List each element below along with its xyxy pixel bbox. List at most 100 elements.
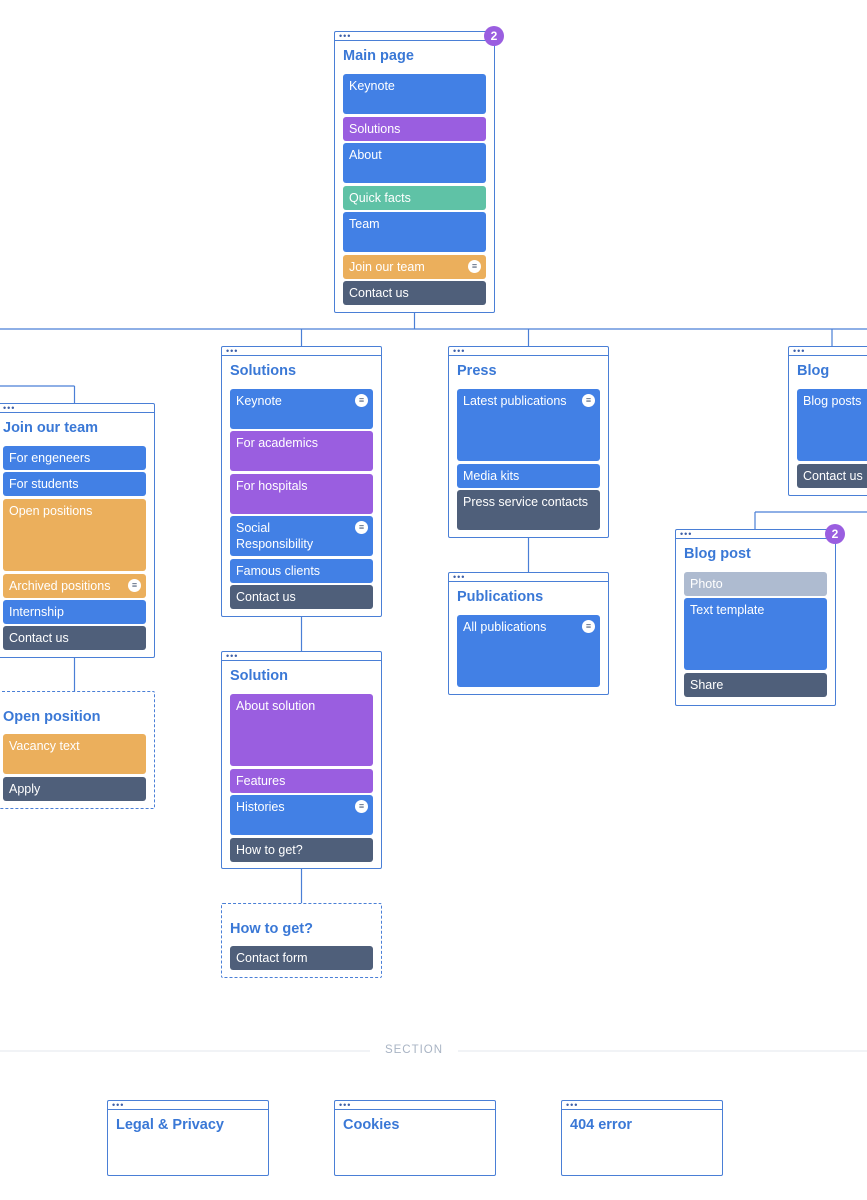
block-social-responsibility[interactable]: Social Responsibility ≡ xyxy=(230,516,373,556)
block-label: Social Responsibility xyxy=(236,521,314,551)
section-divider-label: SECTION xyxy=(370,1044,458,1056)
block-all-publications[interactable]: All publications ≡ xyxy=(457,615,600,687)
card-title: How to get? xyxy=(230,921,313,937)
window-dots-icon: ••• xyxy=(680,529,693,539)
404-error-card[interactable]: ••• 404 error xyxy=(561,1100,723,1176)
window-bar: ••• xyxy=(335,32,494,41)
block-label: Join our team xyxy=(349,260,425,274)
card-title: Main page xyxy=(343,48,414,64)
open-position-card[interactable]: Open position Vacancy text Apply xyxy=(0,691,155,809)
card-title: 404 error xyxy=(570,1117,633,1133)
card-title: Join our team xyxy=(3,420,99,436)
window-bar: ••• xyxy=(108,1101,268,1110)
card-title: Publications xyxy=(457,589,544,605)
card-title: Open position xyxy=(3,709,101,725)
press-card[interactable]: ••• Press Latest publications ≡ Media ki… xyxy=(448,346,609,538)
window-dots-icon: ••• xyxy=(226,346,239,356)
block-team[interactable]: Team xyxy=(343,212,486,252)
block-solutions[interactable]: Solutions xyxy=(343,117,486,141)
block-join-our-team[interactable]: Join our team ≡ xyxy=(343,255,486,279)
block-how-to-get[interactable]: How to get? xyxy=(230,838,373,862)
block-keynote[interactable]: Keynote xyxy=(343,74,486,114)
window-bar: ••• xyxy=(0,404,154,413)
card-title: Solution xyxy=(230,668,288,684)
block-photo[interactable]: Photo xyxy=(684,572,827,596)
block-for-engineers[interactable]: For engeneers xyxy=(3,446,146,470)
comment-icon: ≡ xyxy=(355,394,368,407)
legal-privacy-card[interactable]: ••• Legal & Privacy xyxy=(107,1100,269,1176)
join-our-team-card[interactable]: ••• Join our team For engeneers For stud… xyxy=(0,403,155,658)
block-label: Latest publications xyxy=(463,394,567,408)
block-features[interactable]: Features xyxy=(230,769,373,793)
block-media-kits[interactable]: Media kits xyxy=(457,464,600,488)
main-page-card[interactable]: ••• Main page Keynote Solutions About Qu… xyxy=(334,31,495,313)
how-to-get-card[interactable]: How to get? Contact form xyxy=(221,903,382,978)
window-bar: ••• xyxy=(562,1101,722,1110)
comment-icon: ≡ xyxy=(355,521,368,534)
card-title: Legal & Privacy xyxy=(116,1117,224,1133)
block-apply[interactable]: Apply xyxy=(3,777,146,801)
block-famous-clients[interactable]: Famous clients xyxy=(230,559,373,583)
window-dots-icon: ••• xyxy=(112,1100,125,1110)
block-for-academics[interactable]: For academics xyxy=(230,431,373,471)
window-bar: ••• xyxy=(222,652,381,661)
block-contact-us[interactable]: Contact us xyxy=(3,626,146,650)
block-label: Keynote xyxy=(236,394,282,408)
window-bar: ••• xyxy=(789,347,867,356)
block-label: Archived positions xyxy=(9,579,111,593)
block-about-solution[interactable]: About solution xyxy=(230,694,373,766)
blog-card[interactable]: ••• Blog Blog posts Contact us xyxy=(788,346,867,496)
solution-card[interactable]: ••• Solution About solution Features His… xyxy=(221,651,382,869)
comment-icon: ≡ xyxy=(355,800,368,813)
comment-icon: ≡ xyxy=(468,260,481,273)
block-share[interactable]: Share xyxy=(684,673,827,697)
publications-card[interactable]: ••• Publications All publications ≡ xyxy=(448,572,609,695)
block-open-positions[interactable]: Open positions xyxy=(3,499,146,571)
block-contact-us[interactable]: Contact us xyxy=(797,464,867,488)
block-histories[interactable]: Histories ≡ xyxy=(230,795,373,835)
cookies-card[interactable]: ••• Cookies xyxy=(334,1100,496,1176)
block-label: All publications xyxy=(463,620,547,634)
blog-post-card[interactable]: ••• Blog post Photo Text template Share xyxy=(675,529,836,706)
block-internship[interactable]: Internship xyxy=(3,600,146,624)
block-latest-publications[interactable]: Latest publications ≡ xyxy=(457,389,600,461)
window-dots-icon: ••• xyxy=(793,346,806,356)
window-dots-icon: ••• xyxy=(453,346,466,356)
count-badge: 2 xyxy=(825,524,845,544)
window-bar: ••• xyxy=(449,573,608,582)
block-for-hospitals[interactable]: For hospitals xyxy=(230,474,373,514)
window-dots-icon: ••• xyxy=(339,31,352,41)
block-about[interactable]: About xyxy=(343,143,486,183)
comment-icon: ≡ xyxy=(128,579,141,592)
block-vacancy-text[interactable]: Vacancy text xyxy=(3,734,146,774)
window-bar: ••• xyxy=(335,1101,495,1110)
card-title: Cookies xyxy=(343,1117,400,1133)
card-title: Blog xyxy=(797,363,830,379)
window-dots-icon: ••• xyxy=(339,1100,352,1110)
window-bar: ••• xyxy=(449,347,608,356)
comment-icon: ≡ xyxy=(582,620,595,633)
block-contact-us[interactable]: Contact us xyxy=(343,281,486,305)
block-quick-facts[interactable]: Quick facts xyxy=(343,186,486,210)
block-text-template[interactable]: Text template xyxy=(684,598,827,670)
block-blog-posts[interactable]: Blog posts xyxy=(797,389,867,461)
card-title: Press xyxy=(457,363,497,379)
block-contact-form[interactable]: Contact form xyxy=(230,946,373,970)
block-for-students[interactable]: For students xyxy=(3,472,146,496)
card-title: Solutions xyxy=(230,363,297,379)
window-dots-icon: ••• xyxy=(226,651,239,661)
window-dots-icon: ••• xyxy=(3,403,16,413)
window-dots-icon: ••• xyxy=(453,572,466,582)
block-keynote[interactable]: Keynote ≡ xyxy=(230,389,373,429)
card-title: Blog post xyxy=(684,546,751,562)
comment-icon: ≡ xyxy=(582,394,595,407)
block-contact-us[interactable]: Contact us xyxy=(230,585,373,609)
solutions-card[interactable]: ••• Solutions Keynote ≡ For academics Fo… xyxy=(221,346,382,617)
window-dots-icon: ••• xyxy=(566,1100,579,1110)
window-bar: ••• xyxy=(676,530,835,539)
block-press-service-contacts[interactable]: Press service contacts xyxy=(457,490,600,530)
count-badge: 2 xyxy=(484,26,504,46)
block-archived-positions[interactable]: Archived positions ≡ xyxy=(3,574,146,598)
window-bar: ••• xyxy=(222,347,381,356)
